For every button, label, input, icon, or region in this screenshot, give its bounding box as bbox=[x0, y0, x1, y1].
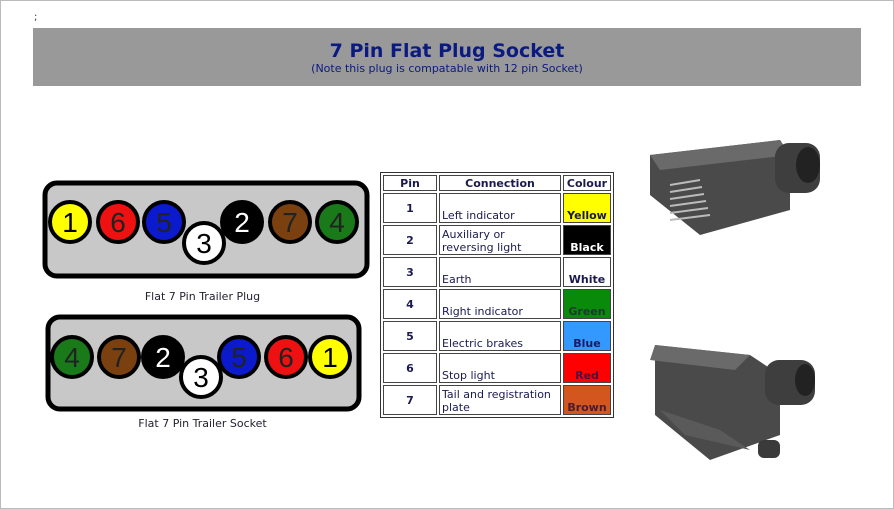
pin-label-7: 7 bbox=[111, 342, 127, 373]
pin-label-5: 5 bbox=[231, 342, 247, 373]
pin-6 bbox=[264, 335, 308, 379]
pin-2 bbox=[141, 335, 185, 379]
pin-label-2: 2 bbox=[234, 207, 250, 238]
pin-number: 2 bbox=[383, 225, 437, 255]
table-row: 4 Right indicator Green bbox=[383, 289, 611, 319]
connection: Tail and registration plate bbox=[439, 385, 561, 415]
pin-number: 1 bbox=[383, 193, 437, 223]
pin-label-1: 1 bbox=[62, 207, 78, 238]
pin-label-3: 3 bbox=[193, 362, 209, 393]
colour-swatch: Yellow bbox=[563, 193, 611, 223]
connection: Left indicator bbox=[439, 193, 561, 223]
pin-number: 3 bbox=[383, 257, 437, 287]
pin-label-1: 1 bbox=[322, 342, 338, 373]
pin-label-5: 5 bbox=[156, 207, 172, 238]
pin-1 bbox=[308, 335, 352, 379]
connection: Electric brakes bbox=[439, 321, 561, 351]
pin-number: 5 bbox=[383, 321, 437, 351]
header-pin: Pin bbox=[383, 175, 437, 191]
connection: Right indicator bbox=[439, 289, 561, 319]
colour-swatch: Red bbox=[563, 353, 611, 383]
plug-caption: Flat 7 Pin Trailer Plug bbox=[144, 290, 261, 303]
pin-label-6: 6 bbox=[278, 342, 294, 373]
table-row: 6 Stop light Red bbox=[383, 353, 611, 383]
colour-swatch: Black bbox=[563, 225, 611, 255]
colour-swatch: White bbox=[563, 257, 611, 287]
colour-swatch: Green bbox=[563, 289, 611, 319]
connection: Stop light bbox=[439, 353, 561, 383]
pin-label-6: 6 bbox=[110, 207, 126, 238]
pin-7 bbox=[268, 200, 312, 244]
pin-label-3: 3 bbox=[196, 228, 212, 259]
stray-text: ; bbox=[34, 12, 38, 23]
table-row: 5 Electric brakes Blue bbox=[383, 321, 611, 351]
pin-number: 6 bbox=[383, 353, 437, 383]
pin-3 bbox=[179, 355, 223, 399]
page-title: 7 Pin Flat Plug Socket bbox=[329, 40, 565, 62]
socket-caption: Flat 7 Pin Trailer Socket bbox=[138, 417, 267, 430]
table-row: 2 Auxiliary or reversing light Black bbox=[383, 225, 611, 255]
title-banner: 7 Pin Flat Plug Socket (Note this plug i… bbox=[33, 28, 861, 86]
header-colour: Colour bbox=[563, 175, 611, 191]
socket-photo bbox=[650, 345, 815, 460]
pin-number: 4 bbox=[383, 289, 437, 319]
pin-table: Pin Connection Colour 1 Left indicator Y… bbox=[380, 172, 614, 418]
pin-7 bbox=[97, 335, 141, 379]
header-connection: Connection bbox=[439, 175, 561, 191]
pin-4 bbox=[50, 335, 94, 379]
pin-number: 7 bbox=[383, 385, 437, 415]
colour-swatch: Brown bbox=[563, 385, 611, 415]
page-subtitle: (Note this plug is compatable with 12 pi… bbox=[311, 62, 583, 75]
pin-4 bbox=[315, 200, 359, 244]
pin-5 bbox=[142, 200, 186, 244]
table-row: 3 Earth White bbox=[383, 257, 611, 287]
pin-6 bbox=[96, 200, 140, 244]
connection: Earth bbox=[439, 257, 561, 287]
colour-swatch: Blue bbox=[563, 321, 611, 351]
pin-5 bbox=[217, 335, 261, 379]
pin-label-7: 7 bbox=[282, 207, 298, 238]
table-row: 7 Tail and registration plate Brown bbox=[383, 385, 611, 415]
plug-photo bbox=[650, 140, 820, 235]
pin-1 bbox=[48, 200, 92, 244]
pin-2 bbox=[220, 200, 264, 244]
connection: Auxiliary or reversing light bbox=[439, 225, 561, 255]
table-row: 1 Left indicator Yellow bbox=[383, 193, 611, 223]
pin-3 bbox=[182, 221, 226, 265]
pin-label-2: 2 bbox=[155, 342, 171, 373]
pin-label-4: 4 bbox=[329, 207, 345, 238]
pin-label-4: 4 bbox=[64, 342, 80, 373]
